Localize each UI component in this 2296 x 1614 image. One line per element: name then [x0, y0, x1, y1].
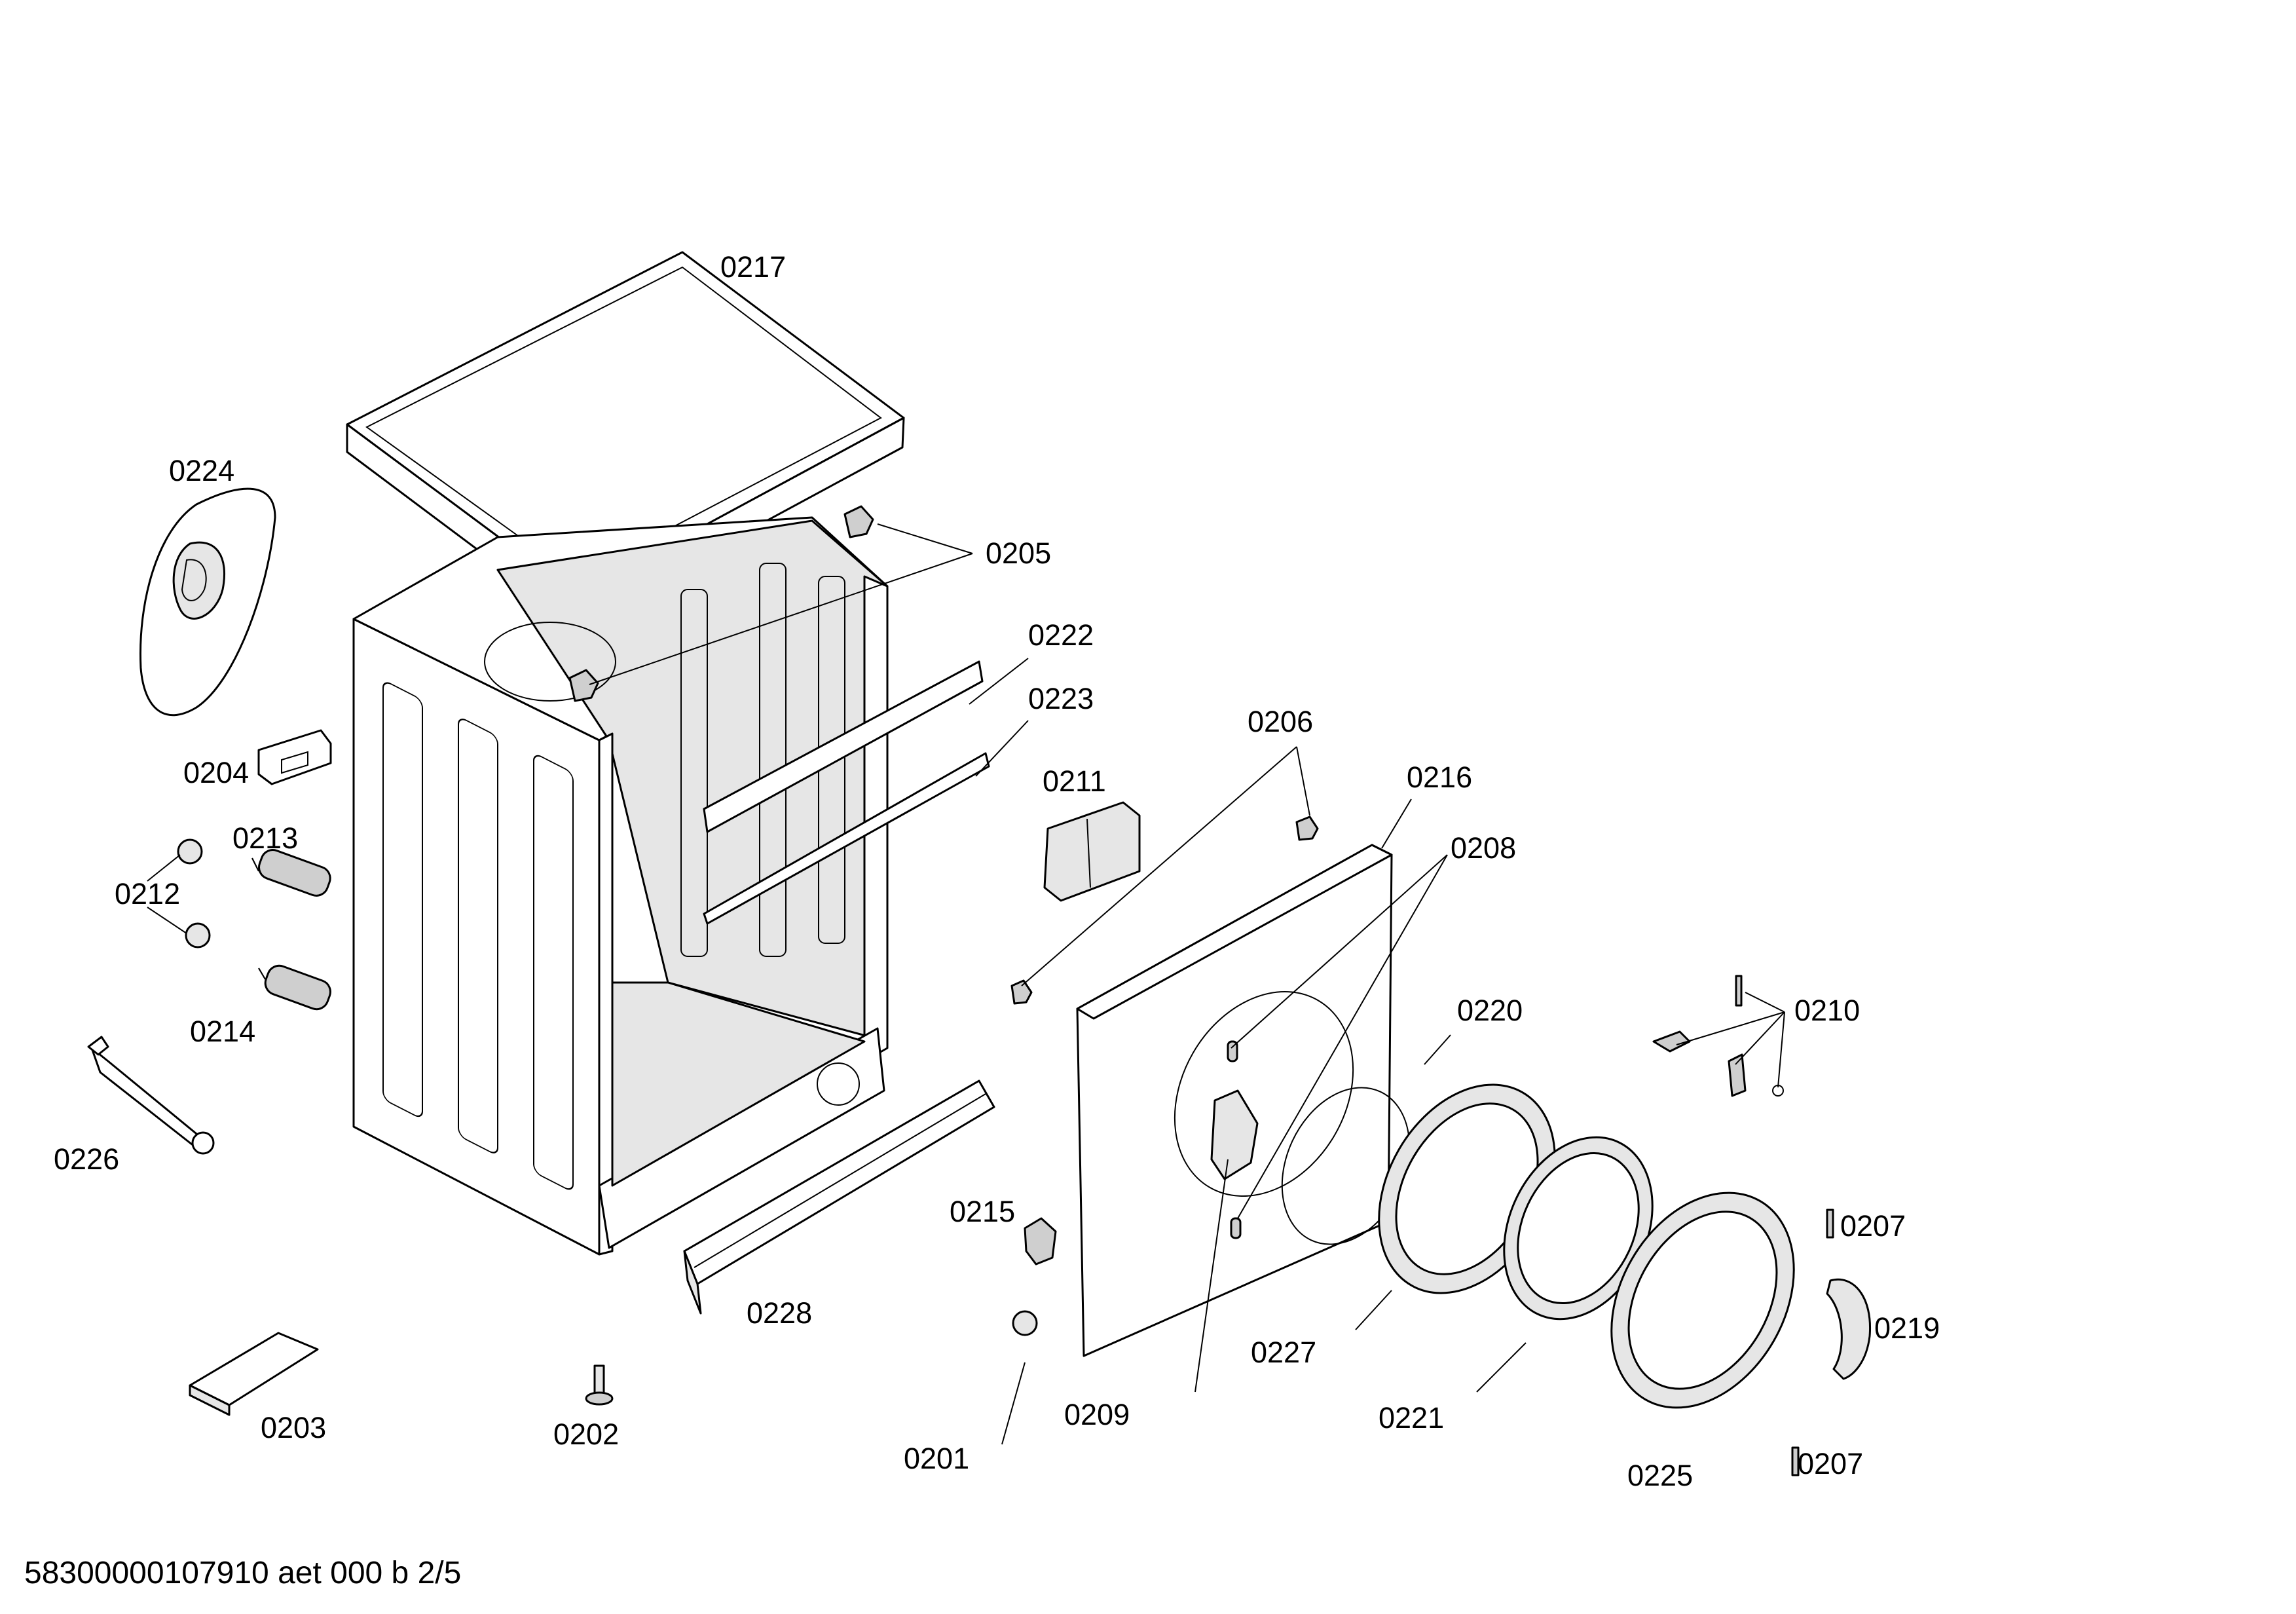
part-0221-door-glass[interactable] [1476, 1113, 1681, 1343]
leader-lines [147, 523, 1785, 1445]
label-0211: 0211 [1043, 764, 1106, 798]
part-0222-rail[interactable] [703, 660, 984, 833]
label-0203: 0203 [261, 1411, 326, 1444]
part-0202-screw[interactable] [585, 1364, 614, 1406]
part-0201-cap[interactable] [1012, 1310, 1038, 1336]
label-0221: 0221 [1379, 1401, 1444, 1435]
part-0203-plate[interactable] [189, 1332, 319, 1416]
drawing-reference-footer: 58300000107910 aet 000 b 2/5 [24, 1556, 461, 1590]
label-0201: 0201 [904, 1442, 969, 1475]
part-0212-cap[interactable] [177, 838, 211, 948]
label-0228: 0228 [747, 1296, 812, 1330]
label-0202: 0202 [553, 1417, 619, 1451]
label-0223: 0223 [1028, 682, 1094, 715]
label-0209: 0209 [1064, 1398, 1130, 1431]
label-0216: 0216 [1407, 760, 1472, 794]
part-0214-shock-absorber[interactable] [258, 962, 334, 1012]
part-0223-rail[interactable] [703, 752, 990, 925]
label-0217: 0217 [720, 250, 786, 284]
label-0224: 0224 [169, 454, 234, 487]
part-0206-clip[interactable] [1010, 816, 1319, 1005]
part-0228-drawer-panel[interactable] [683, 1079, 995, 1315]
label-0207-upper: 0207 [1840, 1209, 1906, 1243]
part-0213-shock-absorber[interactable] [251, 847, 333, 899]
cabinet-frame [352, 516, 889, 1256]
part-0226-wrench[interactable] [87, 1036, 215, 1155]
label-0225: 0225 [1627, 1459, 1693, 1492]
part-0225-outer-door-ring[interactable] [1574, 1160, 1831, 1440]
label-0212: 0212 [115, 877, 180, 910]
label-0222: 0222 [1028, 618, 1094, 652]
part-0207-pin[interactable] [1791, 1209, 1834, 1476]
label-0210: 0210 [1794, 994, 1860, 1027]
part-0215-hinge[interactable] [1024, 1217, 1057, 1266]
label-0205: 0205 [986, 536, 1051, 570]
part-0210-hinge-parts[interactable] [1652, 975, 1784, 1097]
label-0213: 0213 [232, 821, 298, 855]
label-0215: 0215 [950, 1195, 1015, 1228]
label-0220: 0220 [1457, 994, 1523, 1027]
label-0204: 0204 [183, 756, 249, 789]
part-0216-front-panel[interactable] [1076, 844, 1393, 1357]
label-0214: 0214 [190, 1015, 255, 1048]
part-0211-door-lock[interactable] [1043, 801, 1141, 902]
part-0219-door-handle[interactable] [1826, 1278, 1872, 1380]
label-0226: 0226 [54, 1142, 119, 1176]
part-0224-sound-pad[interactable] [139, 487, 276, 717]
part-0204-bracket[interactable] [257, 729, 332, 785]
label-0227: 0227 [1251, 1336, 1316, 1369]
label-0208: 0208 [1451, 831, 1516, 865]
label-0219: 0219 [1874, 1311, 1940, 1345]
part-0205-clip[interactable] [568, 505, 874, 702]
label-0207-lower: 0207 [1798, 1447, 1863, 1480]
label-0206: 0206 [1248, 705, 1313, 738]
part-number-labels: 0217 0224 0205 0222 0223 0204 0213 0212 … [54, 250, 1940, 1492]
